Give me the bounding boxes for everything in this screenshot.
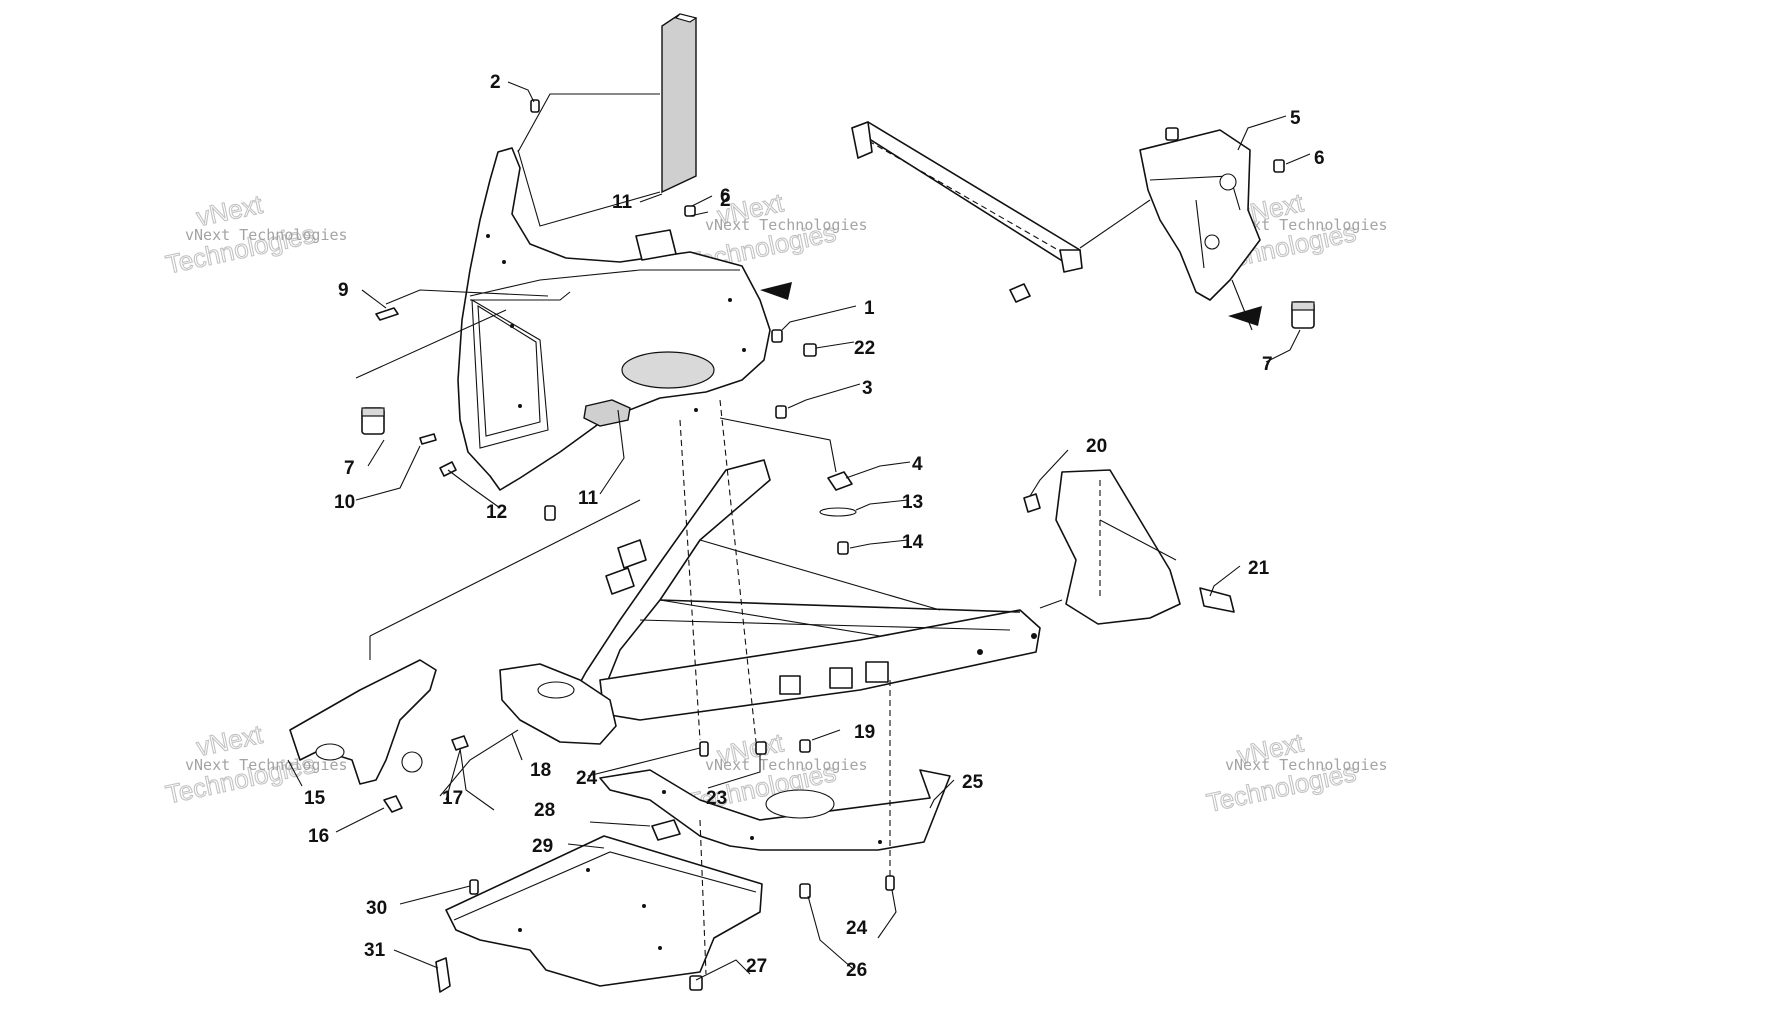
watermark-small: vNext Technologies <box>185 756 348 774</box>
callout-10: 10 <box>334 492 355 513</box>
callout-4: 4 <box>912 454 923 475</box>
callout-28: 28 <box>534 800 555 821</box>
callout-5: 5 <box>1290 108 1301 129</box>
watermark-small: vNext Technologies <box>185 226 348 244</box>
callout-3: 3 <box>862 378 873 399</box>
steering-arm <box>289 659 469 813</box>
callout-16: 16 <box>308 826 329 847</box>
callout-29: 29 <box>532 836 553 857</box>
watermark-small: vNext Technologies <box>1225 216 1388 234</box>
callout-15: 15 <box>304 788 326 809</box>
callout-13: 13 <box>902 492 923 513</box>
skid-plate-upper <box>599 769 951 851</box>
callout-11: 11 <box>578 488 599 509</box>
skid-plate-lower <box>445 835 763 987</box>
callout-9: 9 <box>338 280 349 301</box>
callout-2: 2 <box>490 72 501 93</box>
foam-pad-lower <box>583 399 631 427</box>
direction-arrow-left <box>760 282 792 300</box>
mount-bracket-upper <box>635 229 677 261</box>
callout-26: 26 <box>846 960 867 981</box>
callout-31: 31 <box>364 940 386 961</box>
callout-7: 7 <box>1262 354 1273 375</box>
callout-17: 17 <box>442 788 463 809</box>
callout-30: 30 <box>366 898 387 919</box>
watermark-small: vNext Technologies <box>1225 756 1388 774</box>
nose-panel <box>457 147 771 491</box>
callout-labels: 1 2 2 3 4 5 6 6 7 7 9 10 11 11 12 13 14 … <box>304 72 1325 981</box>
callout-14: 14 <box>902 532 924 553</box>
callout-6: 6 <box>1314 148 1325 169</box>
direction-arrow-right <box>1228 306 1262 326</box>
callout-18: 18 <box>530 760 551 781</box>
callout-19: 19 <box>854 722 875 743</box>
callout-24: 24 <box>576 768 598 789</box>
foam-pad-upper <box>661 13 698 194</box>
spindle-housing <box>499 663 617 745</box>
callout-7: 7 <box>344 458 355 479</box>
callout-22: 22 <box>854 338 875 359</box>
clip-group <box>819 471 857 555</box>
callout-11: 11 <box>612 192 633 213</box>
bumper-right <box>1291 301 1315 329</box>
bumper-left <box>361 407 385 435</box>
callout-25: 25 <box>962 772 984 793</box>
callout-1: 1 <box>864 298 875 319</box>
callout-2: 2 <box>720 190 731 211</box>
callout-20: 20 <box>1086 436 1107 457</box>
fasteners-lower <box>435 739 895 993</box>
callout-12: 12 <box>486 502 507 523</box>
callout-21: 21 <box>1248 558 1270 579</box>
watermark-small: vNext Technologies <box>705 756 868 774</box>
callout-6: 6 <box>720 186 731 207</box>
leader-lines <box>287 81 1311 981</box>
callout-24: 24 <box>846 918 868 939</box>
cross-shaft <box>851 121 1083 303</box>
side-plate-right <box>1023 469 1235 625</box>
bracket-assembly-right <box>1139 127 1285 301</box>
fasteners-upper-left <box>375 99 817 521</box>
chassis-frame <box>565 459 1041 721</box>
small-bracket <box>651 819 681 841</box>
callout-27: 27 <box>746 956 767 977</box>
callout-23: 23 <box>706 788 727 809</box>
watermark-small: vNext Technologies <box>705 216 868 234</box>
